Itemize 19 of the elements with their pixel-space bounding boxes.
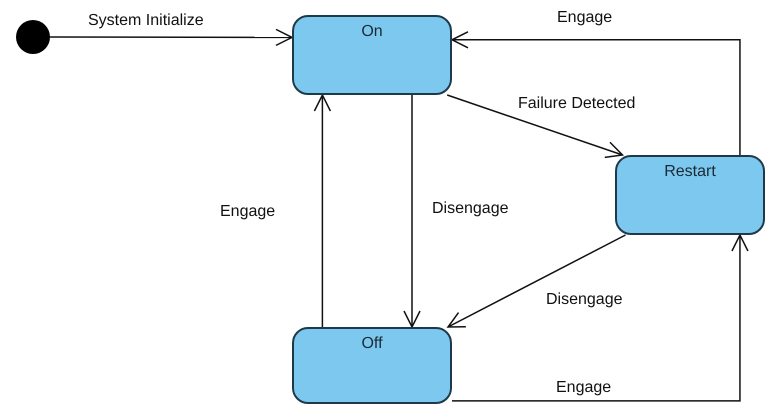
edge-label: Engage <box>554 379 614 397</box>
state-box <box>292 15 452 95</box>
state-box <box>615 155 765 235</box>
edge-label: Engage <box>555 9 614 27</box>
state-name: On <box>361 23 383 41</box>
edge-label: Disengage <box>430 200 510 218</box>
edge-label: System Initialize <box>86 12 206 30</box>
state-name: Off <box>361 335 383 353</box>
transition-arrow <box>314 94 332 327</box>
state-box <box>292 327 452 404</box>
transition-arrow <box>452 234 749 402</box>
edge-label: Engage <box>218 203 278 221</box>
state-name: Restart <box>664 163 716 181</box>
initial-state-dot <box>16 20 50 54</box>
edge-label: Disengage <box>544 291 624 309</box>
transition-arrow <box>403 95 421 328</box>
transition-arrow <box>50 28 293 46</box>
transition-arrow <box>451 31 741 155</box>
transition-arrow <box>446 94 624 158</box>
